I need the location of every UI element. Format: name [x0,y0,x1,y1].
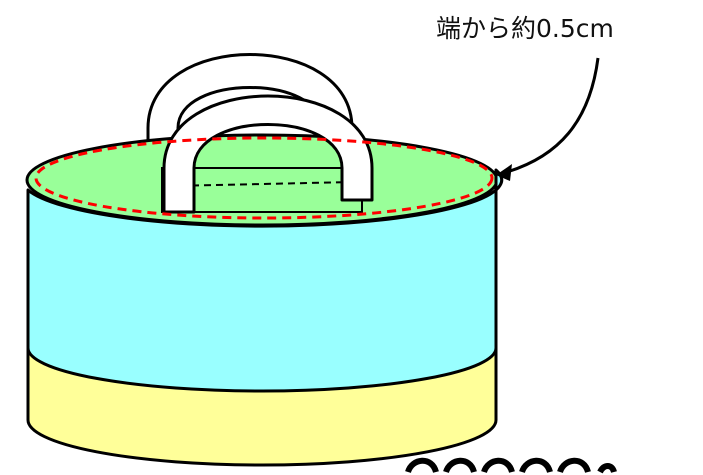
curved-arrow-icon [496,57,600,181]
annotation-label: 端から約0.5cm [436,14,614,43]
scribble-marks [405,457,617,474]
bag-body [26,168,504,393]
stitch-line [34,136,494,220]
front-handle [162,94,374,214]
